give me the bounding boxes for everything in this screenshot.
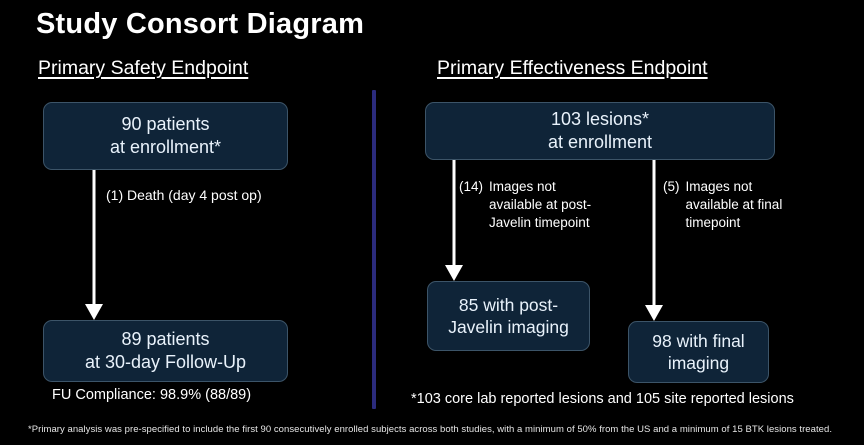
node-line-1: 103 lesions* [550, 108, 650, 129]
arrow-down-icon-final [644, 160, 664, 321]
node-line-1: 98 with final [652, 330, 745, 351]
node-line-2: at 30-day Follow-Up [84, 352, 247, 372]
arrow-shaft [92, 170, 96, 306]
arrow-head [85, 304, 103, 320]
node-line-2: Javelin imaging [448, 317, 569, 337]
caption-fu-compliance: FU Compliance: 98.9% (88/89) [52, 387, 252, 403]
node-box-enrolled-lesions: 103 lesions* at enrollment [425, 102, 775, 160]
exclusion-reason: Images not available at post-Javelin tim… [489, 179, 592, 231]
exclusion-label-post-javelin: (14) Images not available at post-Javeli… [459, 178, 594, 233]
caption-lesion-counts: *103 core lab reported lesions and 105 s… [411, 391, 794, 407]
node-box-post-javelin-imaging: 85 with post- Javelin imaging [427, 281, 590, 351]
exclusion-count: (5) [663, 179, 680, 194]
slide-footnote: *Primary analysis was pre-specified to i… [28, 424, 833, 435]
node-line-1: 89 patients [121, 328, 210, 349]
node-line-2: at enrollment [547, 132, 653, 152]
arrow-shaft [452, 160, 456, 267]
exclusion-label-final: (5) Images not available at final timepo… [663, 178, 793, 233]
node-box-final-imaging: 98 with final imaging [628, 321, 769, 383]
column-heading-safety: Primary Safety Endpoint [38, 57, 249, 79]
arrow-down-icon-safety [84, 170, 104, 320]
node-line-1: 90 patients [121, 113, 210, 134]
column-heading-effectiveness: Primary Effectiveness Endpoint [437, 57, 708, 79]
exclusion-label-death: (1) Death (day 4 post op) [106, 187, 262, 203]
arrow-head [445, 265, 463, 281]
page-title: Study Consort Diagram [36, 8, 365, 40]
exclusion-reason: Images not available at final timepoint [685, 179, 783, 231]
node-box-followup-patients: 89 patients at 30-day Follow-Up [43, 320, 288, 382]
arrow-down-icon-post-javelin [444, 160, 464, 281]
node-line-2: at enrollment* [109, 137, 222, 157]
node-line-2: imaging [667, 353, 730, 373]
arrow-shaft [652, 160, 656, 307]
node-box-enrolled-patients: 90 patients at enrollment* [43, 102, 288, 170]
node-line-1: 85 with post- [458, 294, 559, 315]
arrow-head [645, 305, 663, 321]
exclusion-count: (14) [459, 179, 484, 194]
column-divider [372, 90, 376, 409]
